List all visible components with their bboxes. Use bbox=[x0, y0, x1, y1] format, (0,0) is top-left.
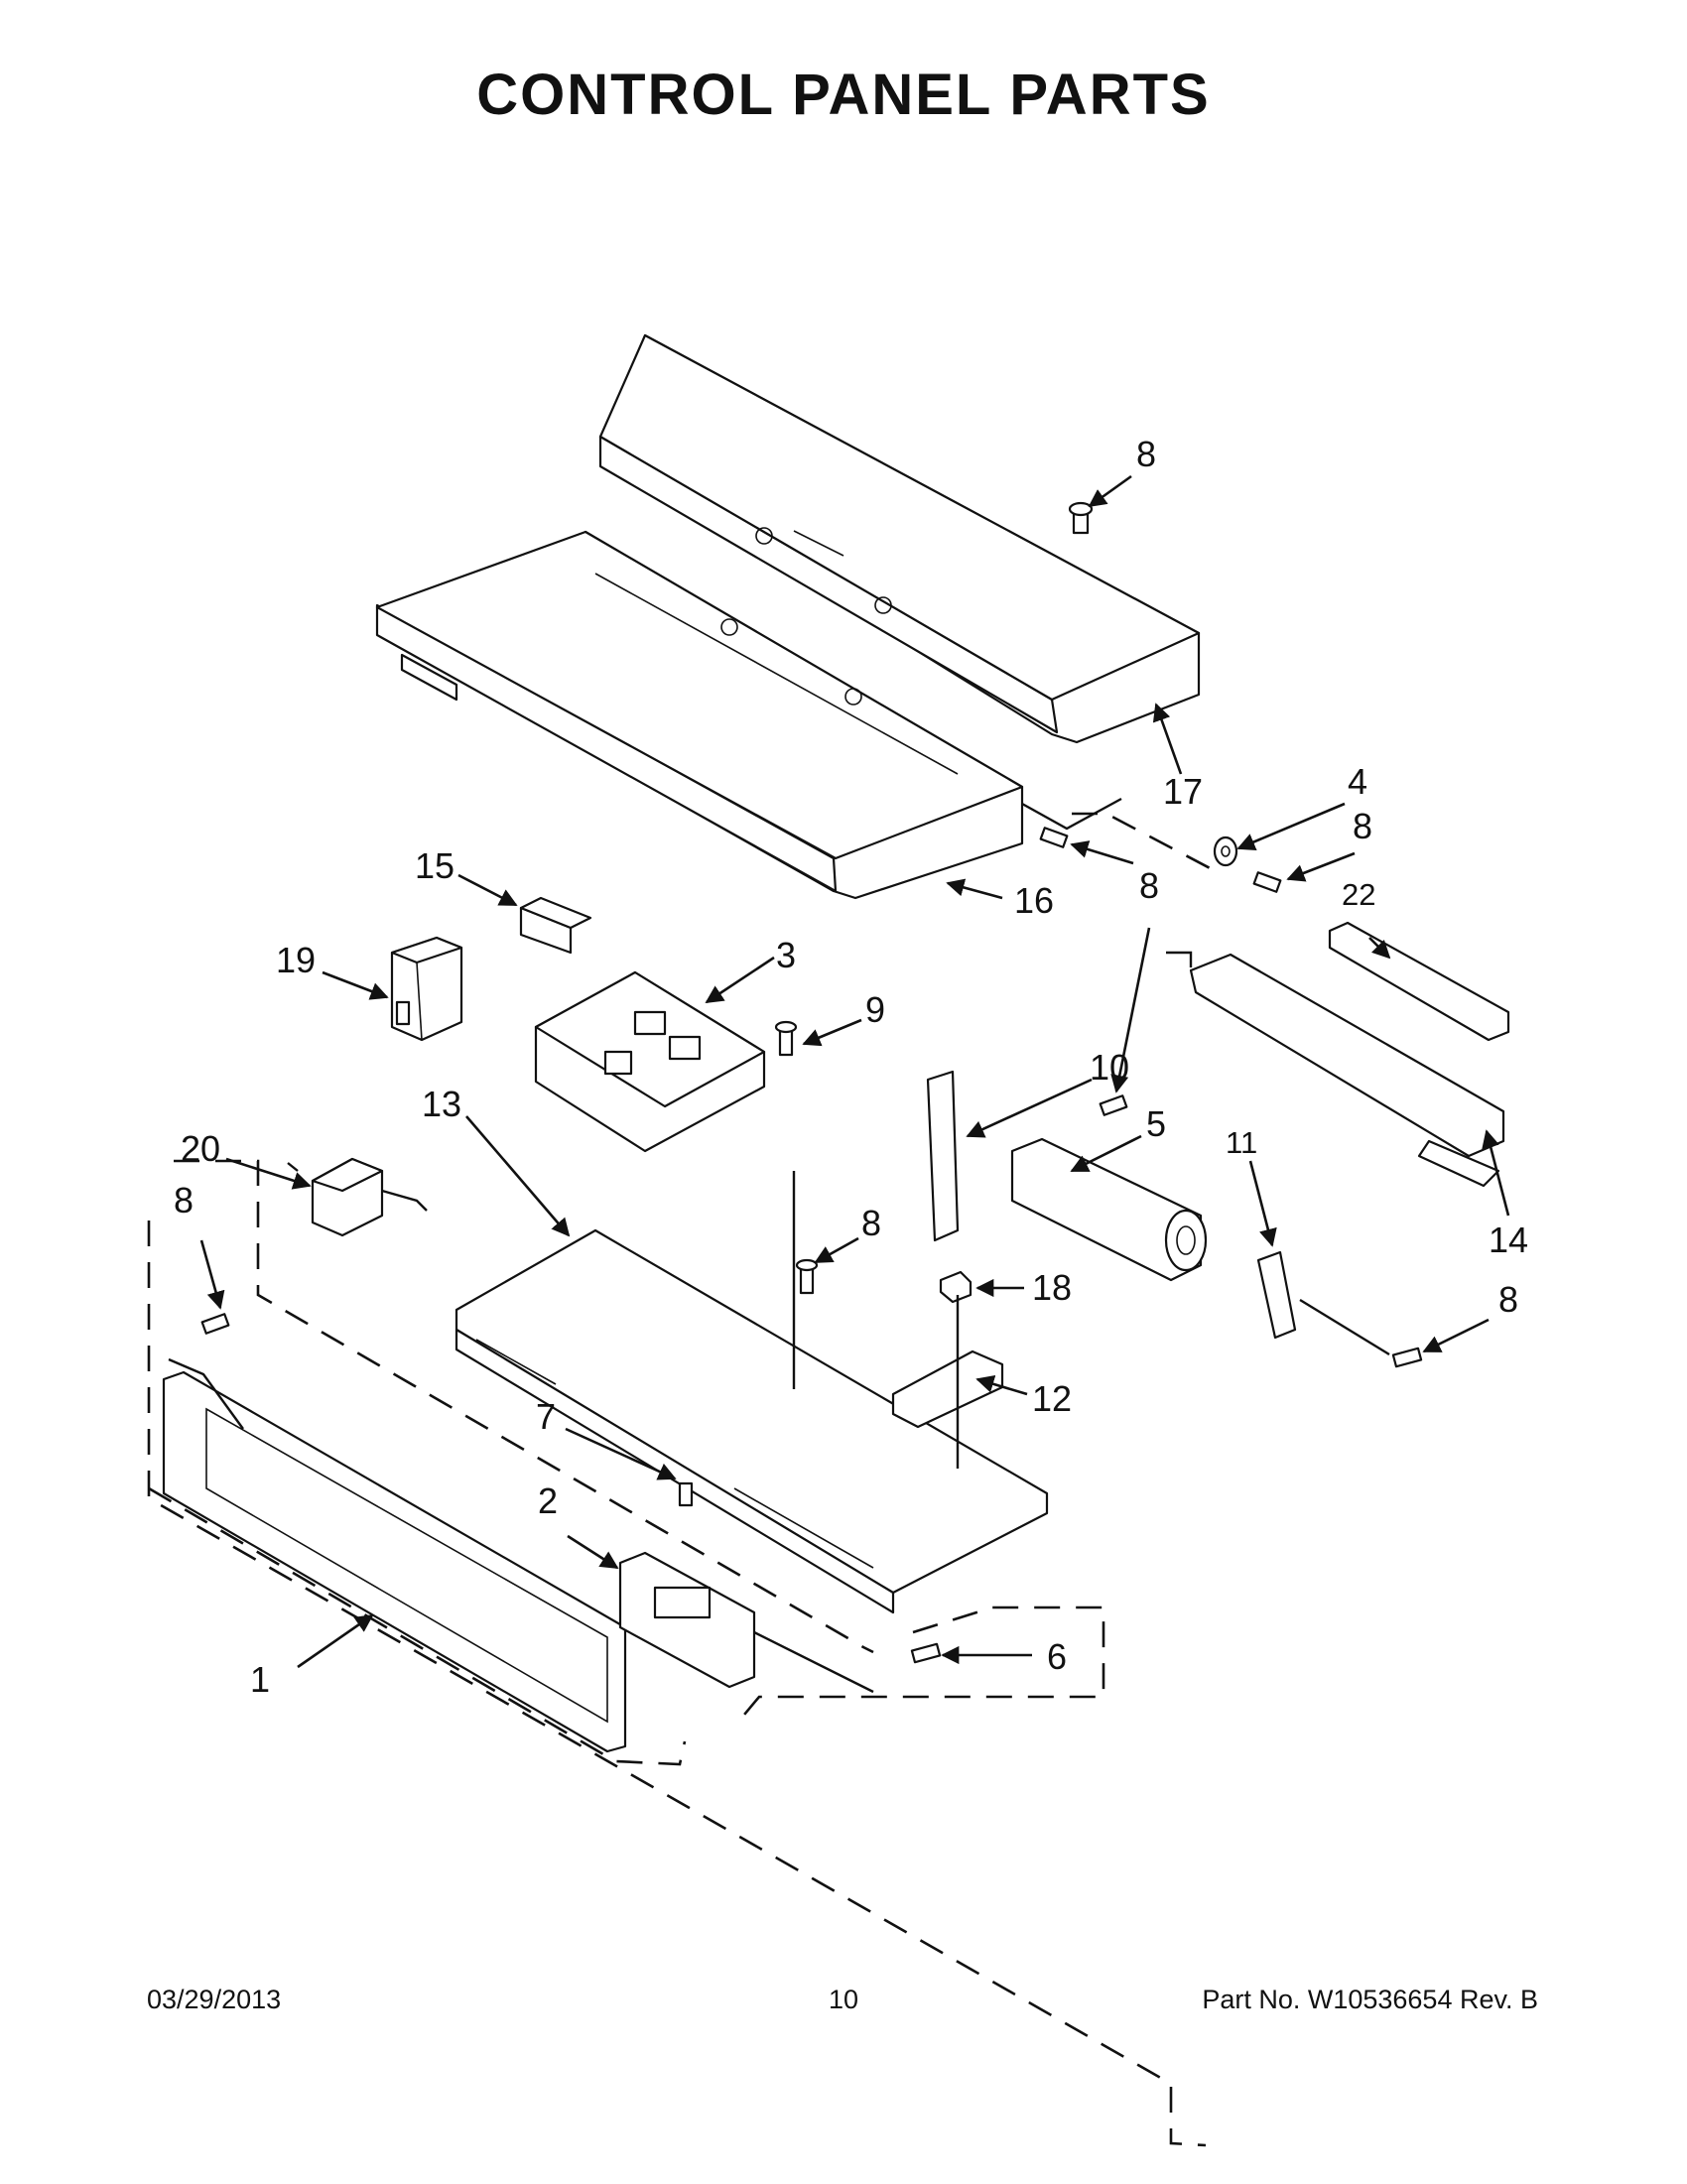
leader-8c bbox=[1110, 927, 1151, 1093]
screw-icon bbox=[795, 1258, 819, 1295]
screw-icon bbox=[1099, 1094, 1128, 1116]
leader-16 bbox=[946, 878, 1003, 900]
group-outline-right bbox=[733, 1606, 1105, 1728]
group-outline-bottom bbox=[148, 1486, 687, 1766]
screw-icon bbox=[678, 1481, 694, 1507]
leader-9 bbox=[802, 1018, 862, 1047]
leader-11 bbox=[1248, 1160, 1277, 1247]
part-2-electronic-control bbox=[618, 1551, 756, 1689]
screw-icon bbox=[910, 1642, 942, 1664]
part-15-clip bbox=[519, 896, 592, 955]
screw-icon bbox=[1252, 871, 1282, 893]
screw-icon bbox=[1068, 501, 1094, 535]
washer-icon bbox=[1213, 835, 1238, 867]
leader-15 bbox=[457, 873, 518, 907]
leader-8e bbox=[814, 1236, 859, 1264]
part-16-lower-cover bbox=[375, 530, 1024, 900]
leader-2 bbox=[567, 1534, 619, 1570]
callout-8: 8 bbox=[1353, 806, 1372, 846]
wire-left bbox=[168, 1357, 244, 1430]
wire-bracket bbox=[1166, 951, 1193, 967]
part-12-terminal-block bbox=[891, 1349, 1004, 1429]
callout-12: 12 bbox=[1032, 1378, 1072, 1419]
screw-icon bbox=[200, 1313, 230, 1335]
part-19-relay bbox=[390, 936, 463, 1042]
part-11-bracket bbox=[1256, 1250, 1297, 1340]
part-1-control-panel bbox=[162, 1370, 627, 1753]
part-14-bracket bbox=[1189, 953, 1505, 1188]
group-outline-left bbox=[147, 1220, 1207, 2147]
part-22-strip bbox=[1328, 921, 1510, 1042]
leader-8b bbox=[1286, 851, 1356, 882]
callout-19: 19 bbox=[276, 940, 316, 980]
callout-9: 9 bbox=[865, 989, 885, 1030]
callout-4: 4 bbox=[1348, 761, 1367, 802]
part-17-top-cover bbox=[598, 333, 1201, 744]
screw-icon bbox=[1391, 1347, 1423, 1368]
leader-8d bbox=[199, 1239, 225, 1310]
callout-5: 5 bbox=[1146, 1103, 1166, 1144]
leader-5 bbox=[1070, 1134, 1142, 1173]
leader-17 bbox=[1152, 703, 1183, 775]
footer-page-number: 10 bbox=[828, 1985, 859, 2014]
callout-11: 11 bbox=[1226, 1125, 1257, 1160]
callout-7: 7 bbox=[536, 1396, 556, 1437]
callout-18: 18 bbox=[1032, 1267, 1072, 1308]
wire-top bbox=[1021, 797, 1122, 831]
callout-16: 16 bbox=[1014, 880, 1054, 921]
callout-8: 8 bbox=[1139, 865, 1159, 906]
callout-17: 17 bbox=[1163, 771, 1203, 812]
page-title: CONTROL PANEL PARTS bbox=[476, 63, 1211, 127]
callout-14: 14 bbox=[1489, 1220, 1528, 1260]
leader-10 bbox=[966, 1078, 1093, 1138]
footer-date: 03/29/2013 bbox=[147, 1985, 282, 2014]
leader-4 bbox=[1236, 802, 1346, 851]
callout-3: 3 bbox=[776, 935, 796, 975]
leader-13 bbox=[465, 1115, 571, 1237]
callout-8: 8 bbox=[174, 1180, 194, 1220]
callout-15: 15 bbox=[415, 845, 454, 886]
callout-6: 6 bbox=[1047, 1636, 1067, 1677]
screw-icon bbox=[1039, 827, 1069, 848]
callout-22: 22 bbox=[1342, 877, 1375, 912]
leader-8f bbox=[1422, 1318, 1490, 1353]
group-outline-top bbox=[1072, 812, 1217, 873]
leader-20 bbox=[225, 1157, 312, 1190]
leader-1 bbox=[297, 1613, 374, 1669]
wire-bracket-11 bbox=[1299, 1298, 1390, 1356]
callout-2: 2 bbox=[538, 1480, 558, 1521]
leader-19 bbox=[322, 970, 389, 1000]
callout-8: 8 bbox=[861, 1203, 881, 1243]
part-20-transformer bbox=[287, 1157, 428, 1237]
part-5-blower-fan bbox=[1010, 1137, 1208, 1282]
wire-board bbox=[753, 1630, 874, 1694]
leader-7 bbox=[565, 1427, 677, 1480]
leader-8c-upper bbox=[1070, 840, 1134, 865]
callout-13: 13 bbox=[422, 1084, 461, 1124]
part-10-bracket bbox=[926, 1070, 960, 1242]
screw-icon bbox=[774, 1020, 798, 1057]
part-18-nut bbox=[939, 1270, 973, 1304]
leader-12 bbox=[975, 1374, 1028, 1396]
part-3-control-board-tray bbox=[534, 970, 766, 1153]
callout-20: 20 bbox=[181, 1128, 220, 1169]
leader-14 bbox=[1482, 1129, 1510, 1217]
callout-1: 1 bbox=[250, 1659, 270, 1700]
leader-3 bbox=[705, 956, 775, 1004]
callout-10: 10 bbox=[1090, 1047, 1129, 1088]
leader-22 bbox=[1368, 937, 1391, 960]
leader-8a bbox=[1088, 474, 1132, 508]
callout-8: 8 bbox=[1498, 1279, 1518, 1320]
footer-part-number: Part No. W10536654 Rev. B bbox=[1202, 1985, 1538, 2014]
callout-8: 8 bbox=[1136, 434, 1156, 474]
